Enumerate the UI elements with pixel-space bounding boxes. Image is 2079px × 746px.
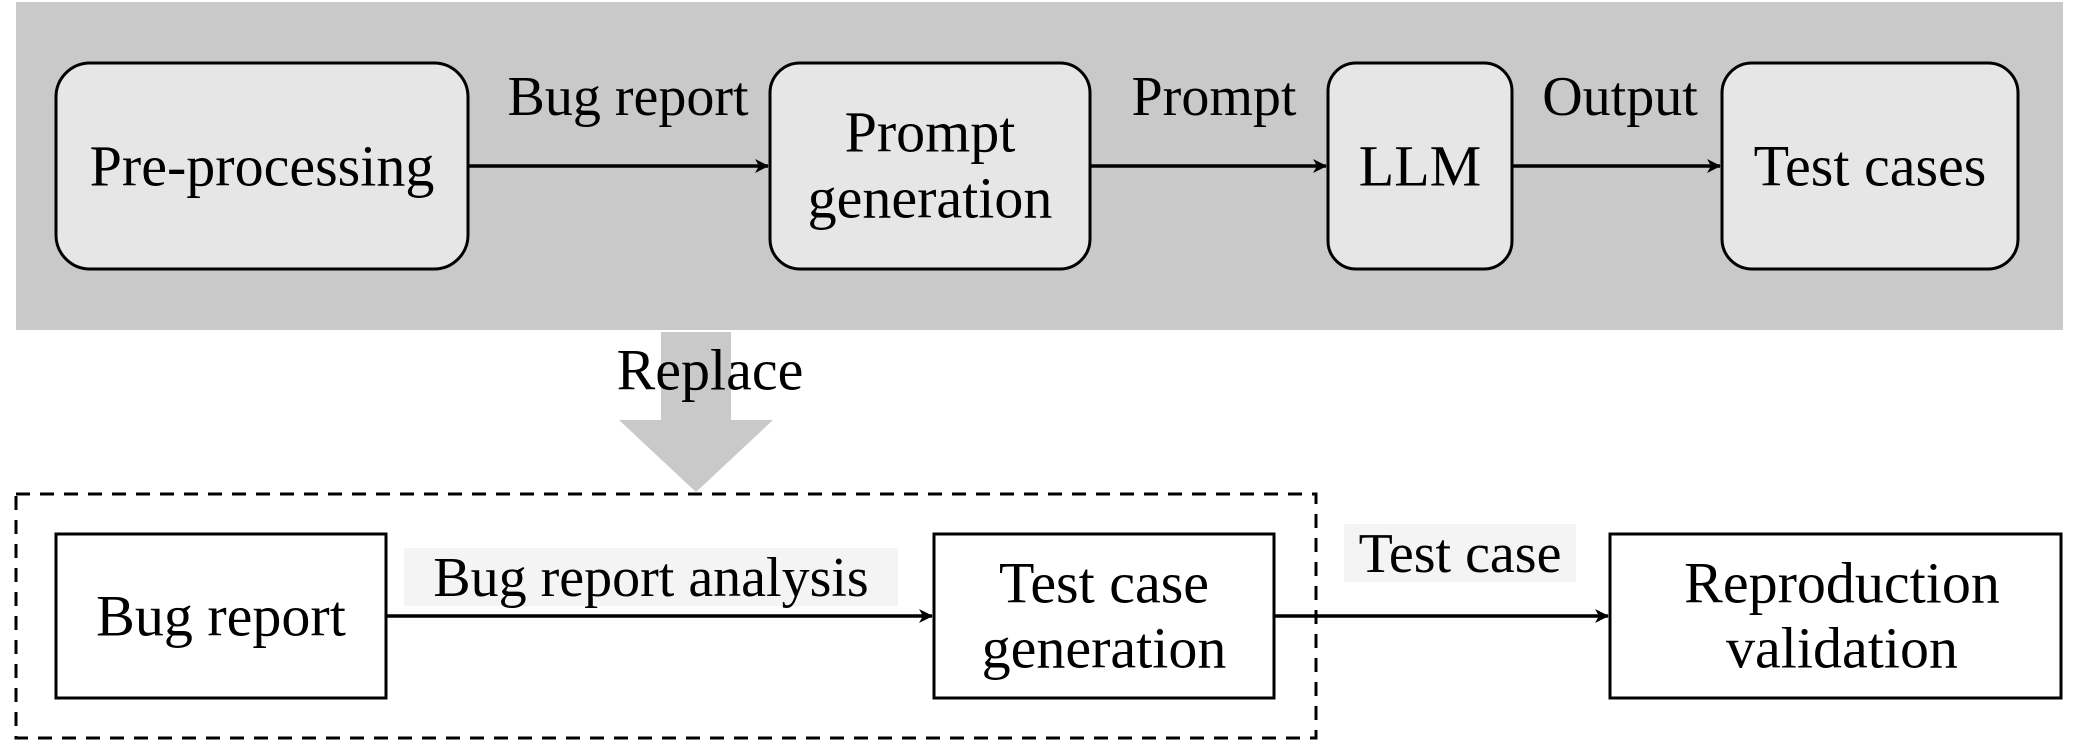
box-test-case-generation-label-line2: generation — [982, 616, 1227, 681]
arrow-test-case-label: Test case — [1359, 523, 1562, 585]
box-reproduction-validation: Reproduction validation — [1608, 532, 2063, 700]
box-prompt-generation: Prompt generation — [768, 61, 1092, 271]
box-prompt-generation-label-line2: generation — [808, 166, 1053, 231]
box-llm: LLM — [1326, 61, 1514, 271]
replace-label: Replace — [617, 338, 804, 403]
box-pre-processing-label: Pre-processing — [90, 134, 435, 199]
box-pre-processing: Pre-processing — [54, 61, 470, 271]
arrow-bug-report-analysis-label-bg — [404, 548, 898, 606]
box-llm-label: LLM — [1359, 134, 1481, 199]
box-test-case-generation: Test case generation — [932, 532, 1276, 700]
box-test-cases: Test cases — [1720, 61, 2020, 271]
arrow-prompt-label: Prompt — [1132, 66, 1297, 128]
arrow-output-label: Output — [1542, 66, 1698, 128]
box-reproduction-validation-label-line1: Reproduction — [1684, 551, 2000, 616]
box-bug-report: Bug report — [54, 532, 388, 700]
box-prompt-generation-label-line1: Prompt — [845, 100, 1016, 165]
arrow-test-case-label-bg — [1344, 524, 1576, 582]
arrow-bug-report-label: Bug report — [507, 66, 749, 128]
replace-arrow — [619, 332, 773, 492]
box-bug-report-label: Bug report — [96, 584, 346, 649]
box-test-cases-label: Test cases — [1754, 134, 1987, 199]
box-reproduction-validation-label-line2: validation — [1726, 616, 1958, 681]
box-test-case-generation-label-line1: Test case — [999, 551, 1209, 616]
arrow-bug-report-analysis-label: Bug report analysis — [433, 547, 868, 609]
